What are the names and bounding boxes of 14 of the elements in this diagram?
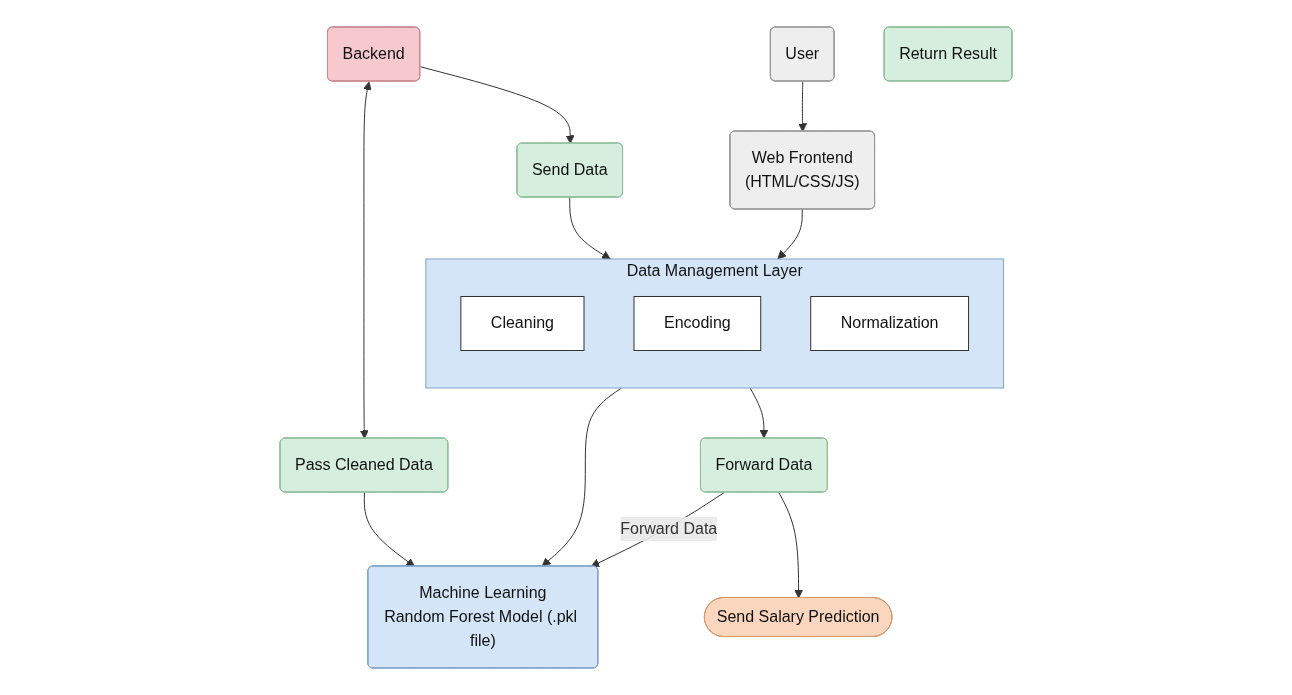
- arrow: [569, 196, 611, 260]
- arrow: [749, 387, 769, 439]
- arrow: [590, 492, 725, 567]
- arrow: [359, 81, 372, 439]
- node-box: Encoding: [633, 296, 762, 351]
- node-box: Normalization: [810, 296, 970, 351]
- arrow: [777, 208, 803, 260]
- arrow: [363, 492, 415, 567]
- arrow: [419, 66, 575, 144]
- arrow: [778, 492, 803, 599]
- node-box: Cleaning: [460, 296, 585, 351]
- arrow: [798, 81, 807, 132]
- edge-label: Forward Data: [620, 519, 718, 537]
- arrow: [541, 387, 622, 567]
